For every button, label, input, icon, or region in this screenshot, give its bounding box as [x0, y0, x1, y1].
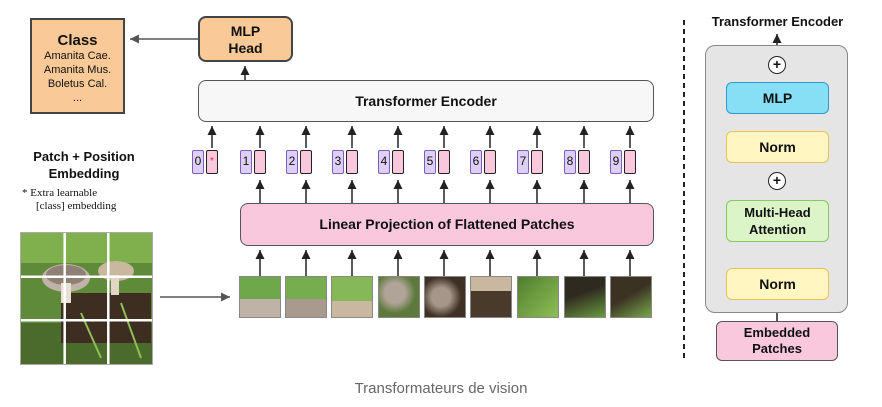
token-arrows: [207, 126, 635, 148]
position-token: 9: [610, 150, 622, 174]
add-node-middle: +: [768, 172, 786, 190]
patch-embedding-token: [392, 150, 404, 174]
position-token: 5: [424, 150, 436, 174]
patch-embedding-token: [484, 150, 496, 174]
encoder-detail-title: Transformer Encoder: [711, 14, 844, 29]
mha-line1: Multi-Head: [744, 205, 811, 220]
class-item: Amanita Cae.: [44, 50, 111, 62]
projection-arrows: [255, 180, 635, 203]
multi-head-attention-block: Multi-Head Attention: [726, 200, 829, 242]
image-patch: [517, 276, 559, 318]
image-patch: [331, 276, 373, 318]
ppe-line1: Patch + Position: [33, 149, 135, 164]
position-token: 1: [240, 150, 252, 174]
class-item: Boletus Cal.: [47, 78, 108, 90]
mushroom-image: [21, 233, 152, 364]
patch-arrows: [255, 250, 635, 276]
position-token: 8: [564, 150, 576, 174]
norm-block-bottom: Norm: [726, 268, 829, 300]
image-patch: [470, 276, 512, 318]
class-item: Amanita Mus.: [43, 64, 112, 76]
patch-embedding-token: [300, 150, 312, 174]
input-image-grid: [20, 232, 153, 365]
image-patch: [378, 276, 420, 318]
mlp-head-line1: MLP: [230, 23, 261, 39]
class-item: ...: [72, 92, 83, 104]
class-title: Class: [57, 32, 98, 49]
note-line2: [class] embedding: [36, 200, 117, 212]
patch-embedding-token: [578, 150, 590, 174]
mlp-head-box: MLP Head: [198, 16, 293, 62]
patch-embedding-token: [254, 150, 266, 174]
mlp-head-line2: Head: [228, 40, 263, 56]
image-patch: [564, 276, 606, 318]
extra-learnable-note: * Extra learnable [class] embedding: [22, 187, 162, 213]
image-patch: [424, 276, 466, 318]
position-token: 7: [517, 150, 529, 174]
position-token: 2: [286, 150, 298, 174]
patch-embedding-token: [346, 150, 358, 174]
patch-position-embedding-label: Patch + Position Embedding: [20, 148, 148, 182]
embedded-line2: Patches: [752, 341, 802, 356]
norm-block-top: Norm: [726, 131, 829, 163]
patch-embedding-token: [624, 150, 636, 174]
linear-projection-box: Linear Projection of Flattened Patches: [240, 203, 654, 246]
figure-caption: Transformateurs de vision: [354, 380, 528, 397]
class-token: *: [206, 150, 218, 174]
mlp-block: MLP: [726, 82, 829, 114]
note-line1: * Extra learnable: [22, 187, 98, 199]
image-patch: [610, 276, 652, 318]
patch-embedding-token: [531, 150, 543, 174]
position-token: 6: [470, 150, 482, 174]
position-token: 4: [378, 150, 390, 174]
ppe-line2: Embedding: [48, 166, 120, 181]
class-output-box: Class Amanita Cae. Amanita Mus. Boletus …: [30, 18, 125, 114]
transformer-encoder-box: Transformer Encoder: [198, 80, 654, 122]
position-token: 3: [332, 150, 344, 174]
image-patch: [285, 276, 327, 318]
image-patch: [239, 276, 281, 318]
add-node-top: +: [768, 56, 786, 74]
patch-embedding-token: [438, 150, 450, 174]
embedded-line1: Embedded: [743, 325, 811, 340]
embedded-patches-block: Embedded Patches: [716, 321, 838, 361]
mha-line2: Attention: [748, 222, 807, 237]
position-token: 0: [192, 150, 204, 174]
